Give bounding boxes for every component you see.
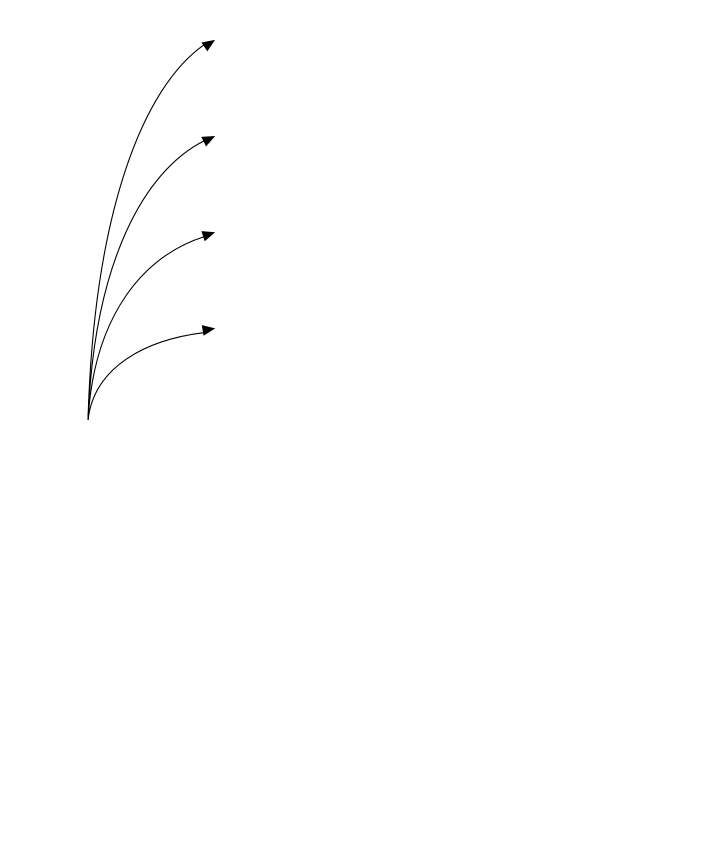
- edge-imposm3-to-node: [87, 44, 205, 421]
- edges-layer: [87, 39, 216, 421]
- edge-imposm3-to-node: [87, 140, 205, 421]
- edge-imposm3-to-node: [87, 332, 205, 421]
- edge-arrowhead: [201, 39, 216, 52]
- edge-arrowhead: [201, 325, 216, 336]
- edge-arrowhead: [201, 136, 216, 147]
- edge-arrowhead: [201, 231, 216, 242]
- edge-imposm3-to-node: [87, 236, 205, 421]
